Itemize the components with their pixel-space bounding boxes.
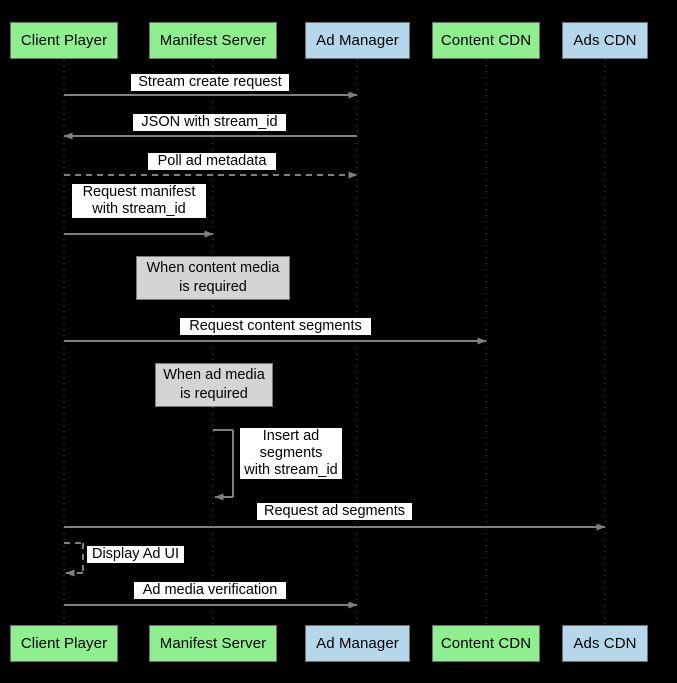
participant-manifest-server-header[interactable]: Manifest Server <box>149 22 277 59</box>
message-label-json-with-stream-id: JSON with stream_id <box>133 114 286 131</box>
note-when-content-media-is-required: When content media is required <box>136 256 290 300</box>
participant-ads-cdn-header[interactable]: Ads CDN <box>562 22 648 59</box>
participant-ads-cdn-footer[interactable]: Ads CDN <box>562 625 648 662</box>
participant-ad-manager-footer[interactable]: Ad Manager <box>305 625 410 662</box>
message-label-insert-ad-segments-with-stream-id: Insert ad segments with stream_id <box>240 428 342 479</box>
message-label-request-ad-segments: Request ad segments <box>257 503 412 520</box>
participant-content-cdn-header[interactable]: Content CDN <box>432 22 540 59</box>
message-label-poll-ad-metadata: Poll ad metadata <box>148 153 276 170</box>
participant-content-cdn-footer[interactable]: Content CDN <box>432 625 540 662</box>
message-label-display-ad-ui: Display Ad UI <box>87 546 184 563</box>
message-label-request-manifest-with-stream-id: Request manifest with stream_id <box>72 184 206 218</box>
note-when-ad-media-is-required: When ad media is required <box>155 363 273 407</box>
participant-ad-manager-header[interactable]: Ad Manager <box>305 22 410 59</box>
message-label-ad-media-verification: Ad media verification <box>134 582 286 599</box>
participant-client-player-footer[interactable]: Client Player <box>10 625 118 662</box>
message-arrow-group <box>63 91 606 609</box>
participant-client-player-header[interactable]: Client Player <box>10 22 118 59</box>
message-label-stream-create-request: Stream create request <box>131 74 289 91</box>
participant-manifest-server-footer[interactable]: Manifest Server <box>149 625 277 662</box>
message-label-request-content-segments: Request content segments <box>180 318 371 335</box>
